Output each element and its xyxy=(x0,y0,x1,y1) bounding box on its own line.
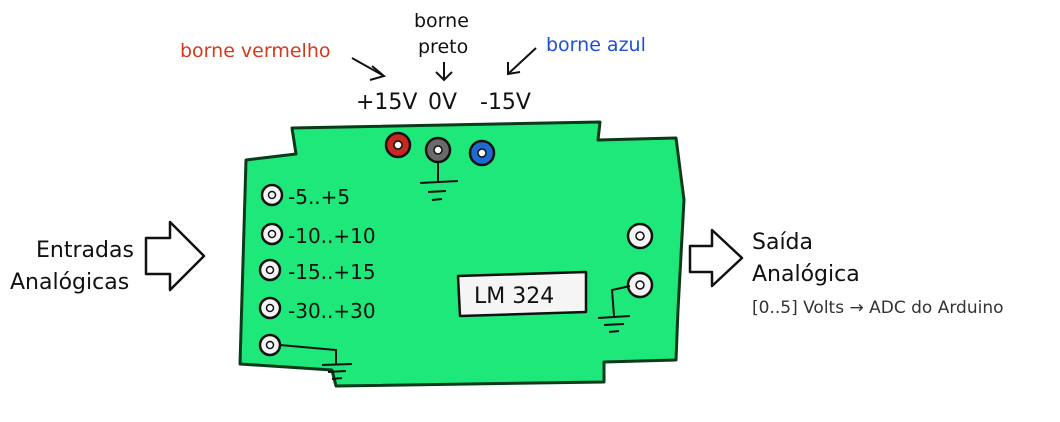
input-arrow xyxy=(144,220,206,292)
output-arrow xyxy=(688,228,744,288)
red-voltage-label: +15V xyxy=(356,90,417,115)
output-jack-signal xyxy=(626,222,654,250)
output-title-line1: Saída xyxy=(752,230,814,255)
input-jack-3 xyxy=(258,258,282,282)
output-note: [0..5] Volts → ADC do Arduino xyxy=(752,298,1004,318)
arrow-blue-terminal xyxy=(507,47,537,76)
blue-terminal-jack xyxy=(468,139,496,167)
ground-symbol-input xyxy=(279,344,353,380)
ground-symbol-output xyxy=(597,285,631,333)
arrow-red-terminal xyxy=(351,57,387,81)
ground-symbol-top xyxy=(419,162,459,201)
chip-outline xyxy=(456,270,588,318)
red-terminal-jack xyxy=(384,131,412,159)
input-jack-2 xyxy=(260,222,284,246)
input-range-4: -30..+30 xyxy=(288,299,376,323)
black-voltage-label: 0V xyxy=(428,90,457,115)
arrow-black-terminal xyxy=(435,62,453,82)
input-range-1: -5..+5 xyxy=(288,185,350,209)
blue-voltage-label: -15V xyxy=(480,90,531,115)
output-jack-ground xyxy=(626,271,654,299)
input-range-2: -10..+10 xyxy=(288,224,376,248)
input-jack-ground xyxy=(258,333,282,357)
red-terminal-label: borne vermelho xyxy=(180,40,331,62)
inputs-title-line1: Entradas xyxy=(36,238,134,263)
circuit-board xyxy=(238,120,686,388)
input-range-3: -15..+15 xyxy=(288,260,376,284)
black-terminal-label-line1: borne xyxy=(414,10,469,32)
input-jack-4 xyxy=(258,296,282,320)
blue-terminal-label: borne azul xyxy=(546,34,646,56)
inputs-title-line2: Analógicas xyxy=(10,270,130,295)
input-jack-1 xyxy=(260,183,284,207)
black-terminal-jack xyxy=(424,136,452,164)
chip-label: LM 324 xyxy=(474,284,554,309)
black-terminal-label-line2: preto xyxy=(418,36,469,58)
output-title-line2: Analógica xyxy=(752,262,860,287)
